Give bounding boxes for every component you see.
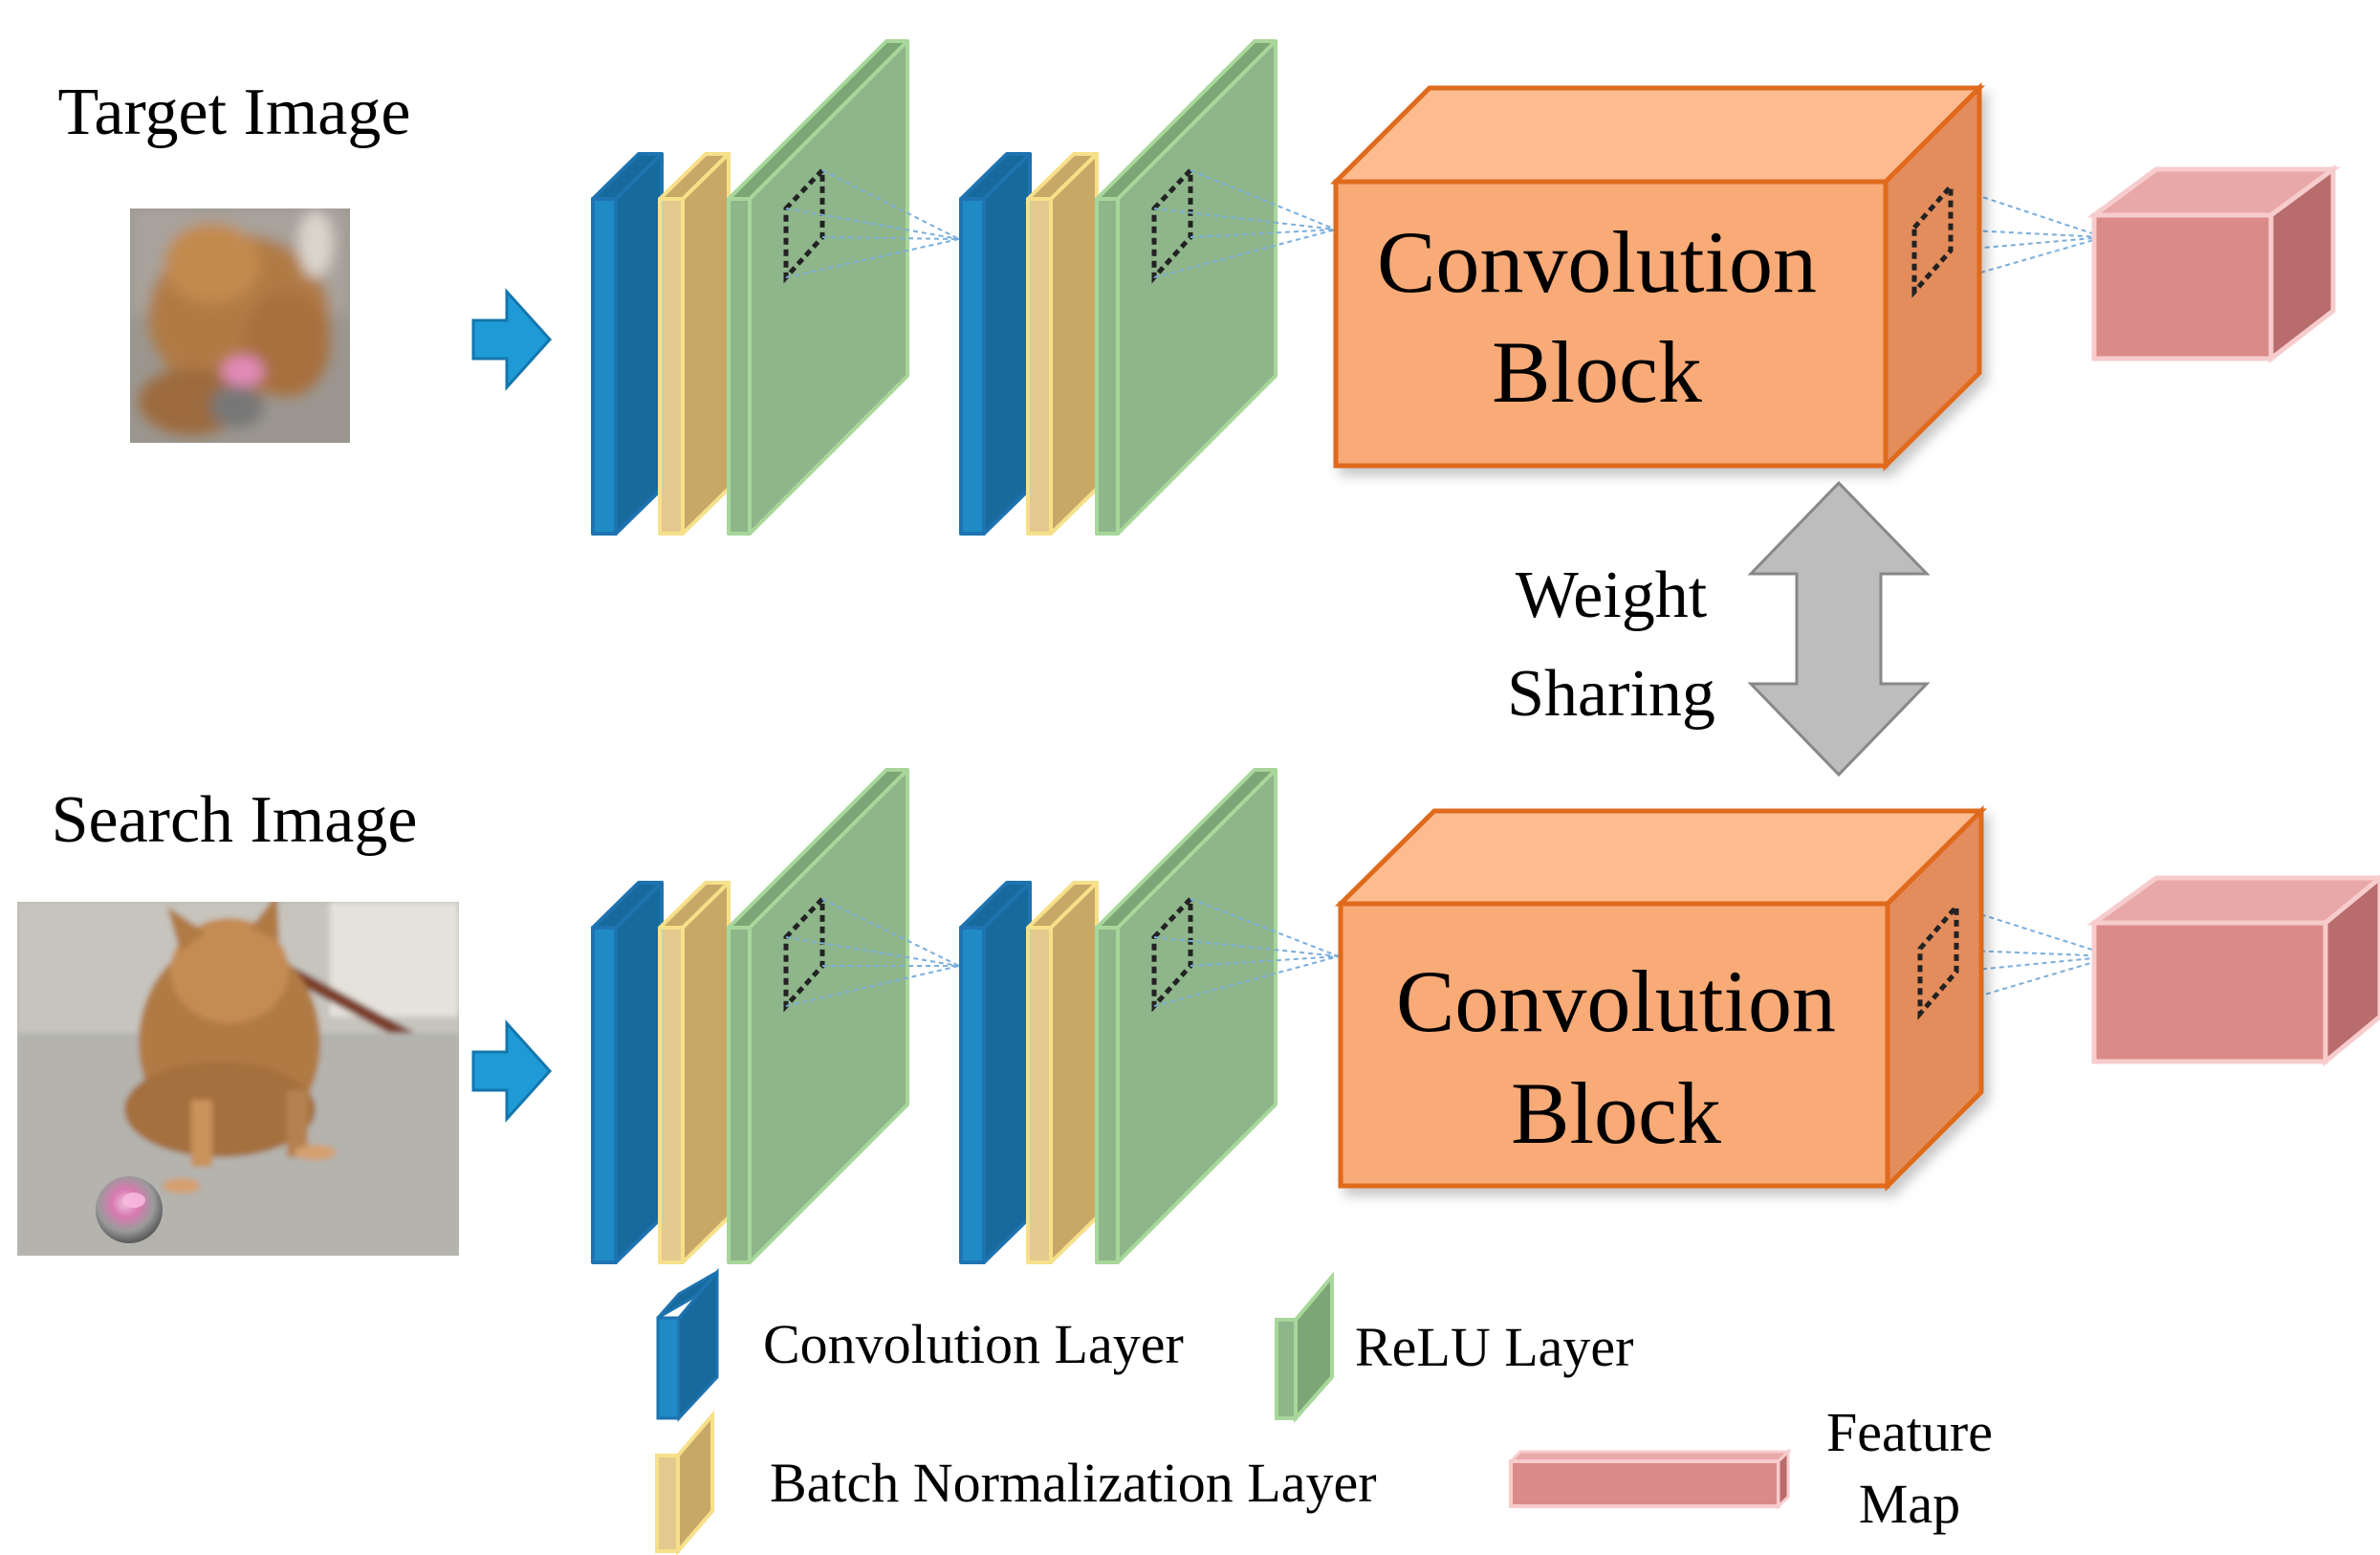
projection-line: [1919, 955, 2114, 1015]
kernel-window: [1911, 180, 1954, 298]
projection-line: [785, 936, 960, 967]
projection-line: [785, 965, 960, 1007]
projection-line: [1913, 236, 2105, 293]
conv-layer-front: [591, 197, 618, 536]
input-arrow-icon: [471, 288, 553, 391]
projection-line: [1190, 955, 1340, 967]
convolution-block-title: Convolution: [1396, 953, 1836, 1050]
convolution-block-subtitle: Block: [1511, 1064, 1721, 1162]
conv-layer-front: [959, 926, 986, 1264]
layer-stack: [591, 768, 909, 1264]
projection-line: [1190, 898, 1340, 957]
projection-line: [821, 236, 960, 240]
batchnorm-layer-front: [1026, 197, 1053, 536]
convolution-block-subtitle: Block: [1492, 323, 1702, 421]
weight-sharing-label: Weight: [1516, 558, 1708, 632]
batchnorm-layer-side: [1049, 151, 1099, 536]
layer-stack: [959, 39, 1277, 536]
feature-map-top: [2086, 164, 2341, 364]
batchnorm-layer-side: [681, 880, 731, 1264]
layer-stack: [591, 39, 909, 536]
conv-layer-front: [959, 197, 986, 536]
projection-line: [1153, 229, 1337, 278]
target-image-label: Target Image: [58, 76, 411, 149]
relu-layer-front: [727, 197, 752, 536]
legend: Convolution Layer ReLU Layer Batch Norma…: [655, 1267, 1993, 1555]
convolution-block-title: Convolution: [1377, 213, 1817, 311]
legend-bn-swatch: [655, 1410, 714, 1555]
relu-layer-front: [1095, 926, 1120, 1264]
relu-layer-front: [727, 926, 752, 1264]
convolution-block-top: [1329, 81, 1986, 471]
search-image: [17, 902, 459, 1256]
search-image-label: Search Image: [52, 783, 418, 857]
legend-feature-swatch: [1507, 1448, 1792, 1510]
relu-layer-front: [1095, 197, 1120, 536]
legend-conv-swatch: [656, 1267, 719, 1422]
legend-feature-label: Feature: [1826, 1401, 1993, 1463]
projection-line: [1190, 229, 1337, 238]
legend-relu-swatch: [1275, 1271, 1334, 1424]
double-arrow-icon: [1747, 480, 1931, 778]
kernel-window: [1917, 900, 1959, 1020]
projection-line: [1919, 948, 2114, 957]
weight-sharing-label: Sharing: [1507, 657, 1715, 731]
input-arrow-icon: [471, 1019, 553, 1123]
projection-line: [1913, 227, 2105, 238]
legend-feature-label: Map: [1859, 1473, 1960, 1535]
target-image: [130, 208, 350, 443]
conv-layer-side: [982, 151, 1032, 536]
layer-stack: [959, 768, 1277, 1264]
legend-relu-label: ReLU Layer: [1355, 1316, 1633, 1378]
batchnorm-layer-front: [658, 197, 685, 536]
batchnorm-layer-front: [658, 926, 685, 1264]
conv-layer-side: [614, 151, 664, 536]
legend-conv-label: Convolution Layer: [763, 1313, 1184, 1375]
projection-line: [1190, 169, 1337, 230]
projection-line: [1153, 208, 1337, 230]
batchnorm-layer-front: [1026, 926, 1053, 1264]
convolution-block-bottom: [1334, 805, 1988, 1193]
batchnorm-layer-side: [681, 151, 731, 536]
legend-bn-label: Batch Normalization Layer: [770, 1452, 1377, 1514]
conv-layer-front: [591, 926, 618, 1264]
conv-layer-side: [614, 880, 664, 1264]
projection-line: [785, 208, 960, 240]
feature-map-bottom: [2086, 874, 2380, 1067]
projection-line: [785, 238, 960, 278]
projection-line: [1153, 955, 1340, 1007]
conv-layer-side: [982, 880, 1032, 1264]
batchnorm-layer-side: [1049, 880, 1099, 1264]
